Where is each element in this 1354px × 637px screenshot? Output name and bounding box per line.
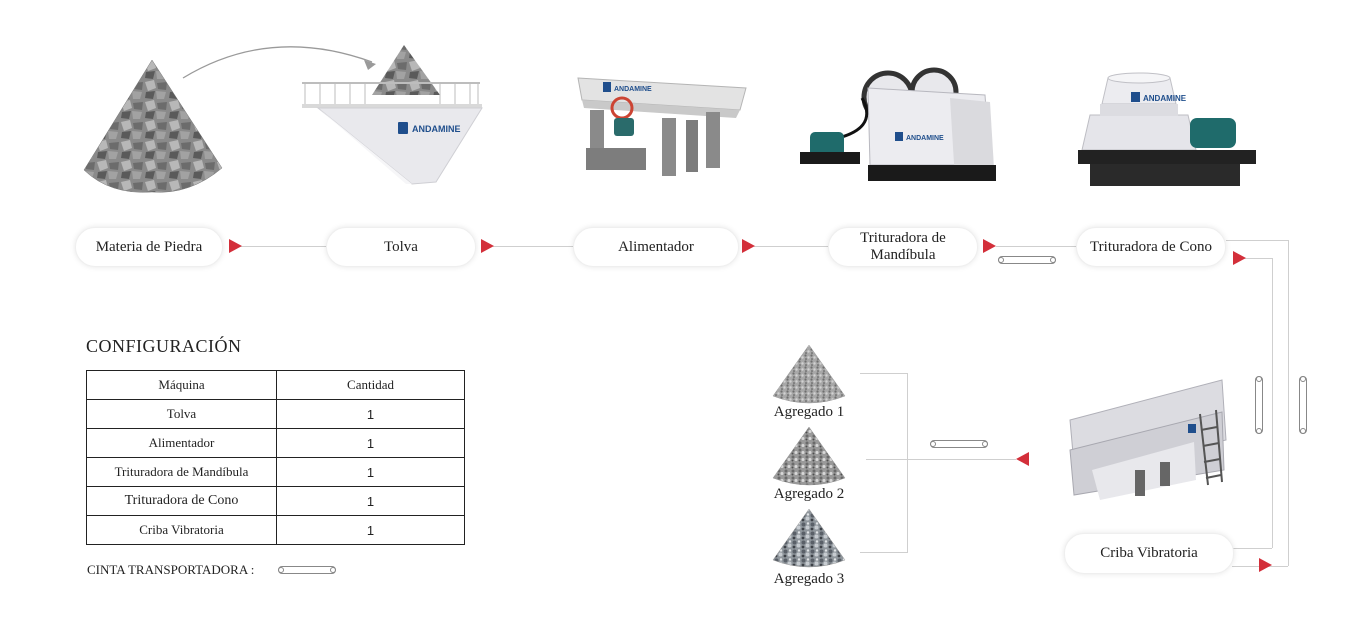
machine-cell: Criba Vibratoria xyxy=(86,515,277,545)
aggregate-2-image xyxy=(772,426,846,486)
header-quantity: Cantidad xyxy=(276,370,465,400)
table-row: Tolva 1 xyxy=(86,399,465,429)
header-machine: Máquina xyxy=(86,370,277,400)
aggregate-1-image xyxy=(772,344,846,404)
connector-line xyxy=(907,373,908,552)
quantity-cell: 1 xyxy=(276,457,465,487)
flow-arrow-icon xyxy=(742,239,755,253)
stone-pile-image xyxy=(83,59,223,193)
connector-line xyxy=(240,246,326,247)
connector-line xyxy=(1232,548,1272,549)
step-trituradora-de-mandibula: Trituradora de Mandíbula xyxy=(828,227,978,267)
connector-line xyxy=(1288,240,1289,566)
vibrating-screen-image xyxy=(1069,379,1227,500)
connector-line xyxy=(754,246,828,247)
flow-arrow-icon xyxy=(1233,251,1246,265)
feeder-image: ANDAMINE xyxy=(577,77,747,176)
flow-arrow-icon xyxy=(1016,452,1029,466)
feed-curve-arrow xyxy=(182,46,373,79)
aggregate-1-label: Agregado 1 xyxy=(773,404,845,420)
quantity-cell: 1 xyxy=(276,515,465,545)
machine-cell: Alimentador xyxy=(86,428,277,458)
cone-crusher-image: ANDAMINE xyxy=(1078,72,1256,186)
aggregate-3-image xyxy=(772,508,846,568)
table-row: Criba Vibratoria 1 xyxy=(86,515,465,545)
connector-line xyxy=(866,459,1016,460)
table-row: Trituradora de Mandíbula 1 xyxy=(86,457,465,487)
conveyor-icon xyxy=(1255,376,1263,434)
connector-line xyxy=(1234,258,1272,259)
connector-line xyxy=(1226,240,1288,241)
connector-line xyxy=(860,373,908,374)
flow-arrow-icon xyxy=(983,239,996,253)
conveyor-icon xyxy=(1299,376,1307,434)
conveyor-legend-icon xyxy=(278,566,336,574)
conveyor-legend: CINTA TRANSPORTADORA : xyxy=(87,562,254,578)
flow-arrow-icon xyxy=(1259,558,1272,572)
jaw-brand: ANDAMINE xyxy=(906,135,944,142)
table-header-row: Máquina Cantidad xyxy=(86,370,465,400)
machine-cell: Trituradora de Mandíbula xyxy=(86,457,277,487)
connector-line xyxy=(493,246,573,247)
connector-line xyxy=(996,246,1076,247)
config-title: CONFIGURACIÓN xyxy=(86,336,242,356)
conveyor-legend-label: CINTA TRANSPORTADORA : xyxy=(87,562,255,577)
quantity-cell: 1 xyxy=(276,428,465,458)
step-alimentador: Alimentador xyxy=(573,227,739,267)
flow-arrow-icon xyxy=(229,239,242,253)
config-table: Máquina Cantidad Tolva 1 Alimentador 1 T… xyxy=(86,370,465,545)
step-trituradora-de-cono: Trituradora de Cono xyxy=(1076,227,1226,267)
machine-cell: Trituradora de Cono xyxy=(86,486,277,516)
step-materia-de-piedra: Materia de Piedra xyxy=(75,227,223,267)
table-row: Trituradora de Cono 1 xyxy=(86,486,465,516)
hopper-brand: ANDAMINE xyxy=(412,124,461,134)
step-tolva: Tolva xyxy=(326,227,476,267)
machine-cell: Tolva xyxy=(86,399,277,429)
feeder-brand: ANDAMINE xyxy=(614,86,652,93)
jaw-crusher-image: ANDAMINE xyxy=(800,67,996,181)
connector-line xyxy=(1272,258,1273,548)
step-criba-vibratoria: Criba Vibratoria xyxy=(1064,533,1234,574)
conveyor-icon xyxy=(998,256,1056,264)
cone-brand: ANDAMINE xyxy=(1143,94,1187,103)
aggregate-2-label: Agregado 2 xyxy=(773,486,845,502)
quantity-cell: 1 xyxy=(276,486,465,516)
table-row: Alimentador 1 xyxy=(86,428,465,458)
hopper-image: ANDAMINE xyxy=(302,45,483,185)
connector-line xyxy=(860,552,908,553)
flow-arrow-icon xyxy=(481,239,494,253)
quantity-cell: 1 xyxy=(276,399,465,429)
conveyor-icon xyxy=(930,440,988,448)
aggregate-3-label: Agregado 3 xyxy=(773,571,845,587)
